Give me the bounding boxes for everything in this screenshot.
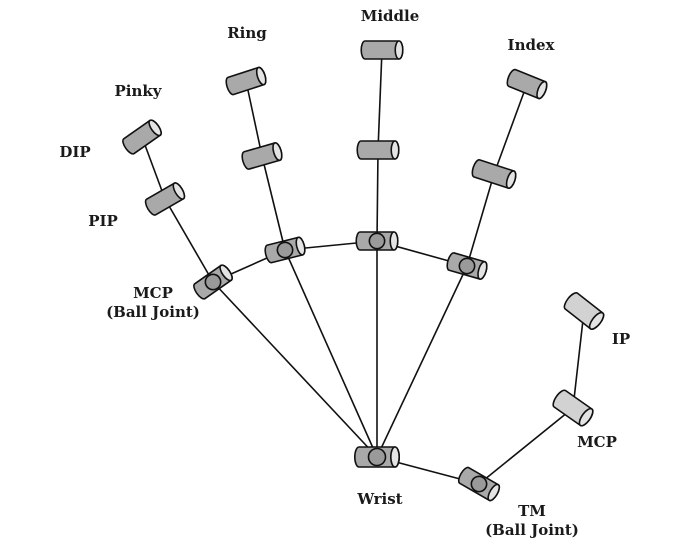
index-mcp-joint	[446, 252, 488, 280]
bone-iPIP-iDIP	[493, 83, 528, 175]
wrist-joint-ball	[367, 447, 387, 467]
label-dip: DIP	[59, 143, 91, 161]
bone-tTM-tMCP	[478, 407, 574, 485]
joints	[122, 40, 605, 502]
pinky-mcp-joint-ball	[204, 273, 222, 291]
bone-tMCP-tIP	[572, 310, 585, 409]
label-mcp-line1: MCP	[133, 284, 173, 302]
bone-iMCP-iPIP	[466, 173, 495, 267]
pinky-mcp-joint-cap	[219, 264, 233, 282]
bone-pPIP-pDIP	[141, 136, 166, 200]
ring-dip-joint-cap	[255, 66, 267, 86]
index-pip-joint-cap	[505, 170, 517, 190]
middle-mcp-joint-cap	[389, 231, 399, 251]
pinky-pip-joint-cap	[172, 182, 186, 200]
label-tm-line2: (Ball Joint)	[485, 521, 579, 539]
label-wrist: Wrist	[357, 490, 403, 508]
bone-rMCP-rPIP	[261, 155, 286, 251]
ring-mcp-joint	[264, 236, 306, 264]
pinky-pip-joint	[144, 182, 186, 216]
thumb-ip-joint-cap	[588, 311, 605, 330]
thumb-tm-joint	[457, 466, 501, 502]
bone-wrist-pMCP	[212, 281, 378, 458]
thumb-mcp-joint	[552, 389, 594, 427]
index-mcp-joint-cap	[477, 260, 488, 280]
middle-pip-joint	[356, 140, 400, 160]
label-mcp-ball-joint: MCP (Ball Joint)	[94, 284, 212, 322]
ring-dip-joint	[225, 66, 267, 96]
label-thumb-ip: IP	[611, 330, 631, 348]
thumb-tm-joint-ball	[470, 475, 488, 493]
thumb-ip-joint	[563, 292, 605, 330]
label-tm-ball-joint: TM (Ball Joint)	[473, 502, 591, 540]
ring-mcp-joint-cap	[295, 236, 306, 256]
thumb-tm-joint-cap	[487, 483, 501, 502]
label-index: Index	[507, 36, 555, 54]
bone-mMCP-mPIP	[376, 149, 379, 242]
index-dip-joint-cap	[536, 80, 548, 100]
ring-mcp-joint-ball	[276, 241, 294, 259]
wrist-joint-cap	[390, 446, 400, 468]
ring-pip-joint-cap	[272, 142, 283, 162]
label-mcp-line2: (Ball Joint)	[106, 303, 200, 321]
bone-links	[141, 49, 585, 485]
label-thumb-mcp: MCP	[577, 433, 617, 451]
index-dip-joint	[506, 68, 548, 100]
label-pip: PIP	[88, 212, 118, 230]
middle-pip-joint-cap	[390, 140, 400, 160]
thumb-mcp-joint-cap	[578, 407, 594, 427]
index-pip-joint	[471, 159, 517, 190]
bone-wrist-iMCP	[376, 265, 468, 458]
bone-rPIP-rDIP	[245, 80, 263, 157]
pinky-dip-joint	[122, 119, 162, 155]
middle-dip-joint-cap	[394, 40, 404, 60]
middle-mcp-joint-ball	[368, 232, 386, 250]
middle-dip-joint	[360, 40, 404, 60]
pinky-dip-joint-cap	[148, 119, 162, 137]
label-ring: Ring	[227, 24, 267, 42]
pinky-mcp-joint	[193, 264, 233, 300]
bone-wrist-rMCP	[284, 249, 378, 458]
bone-pMCP-pPIP	[164, 198, 214, 283]
wrist-joint	[354, 446, 400, 468]
middle-mcp-joint	[355, 231, 399, 251]
index-mcp-joint-ball	[458, 257, 476, 275]
bone-mPIP-mDIP	[377, 49, 383, 151]
label-middle: Middle	[360, 7, 420, 25]
ring-pip-joint	[241, 142, 283, 170]
label-tm-line1: TM	[518, 502, 546, 520]
label-pinky: Pinky	[114, 82, 162, 100]
